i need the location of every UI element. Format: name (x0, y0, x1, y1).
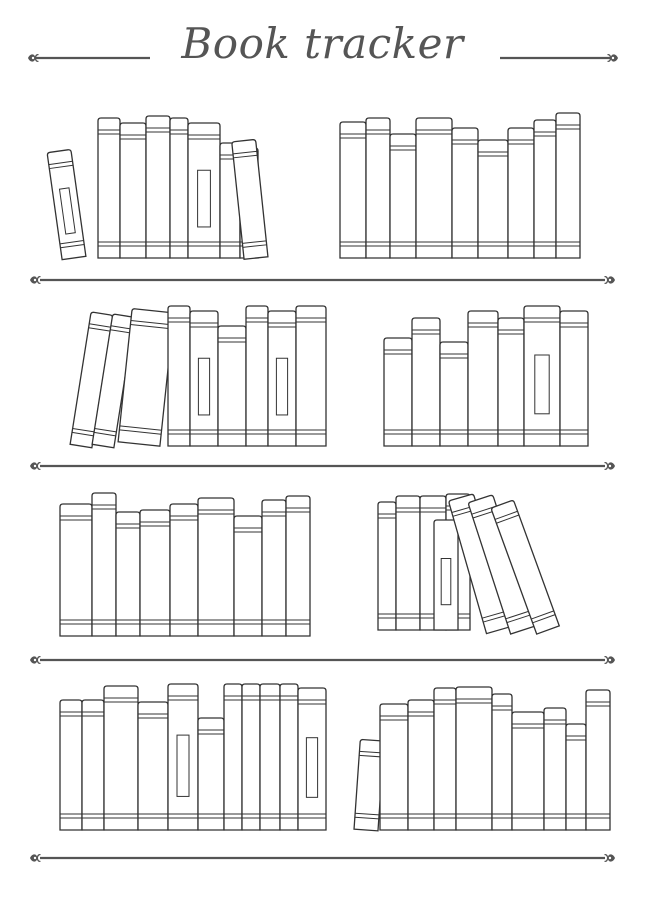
book-spine (433, 519, 459, 631)
book-spine (297, 687, 327, 831)
book-spine (167, 683, 199, 831)
book-spine (187, 122, 221, 259)
flourish-right-icon (599, 462, 615, 470)
book-spine (585, 689, 611, 831)
title-divider-right (500, 54, 618, 62)
book-spine (455, 686, 493, 831)
book-spine (339, 121, 367, 259)
shelf-divider (30, 462, 615, 470)
book-spine (468, 494, 537, 635)
book-spine (407, 699, 435, 831)
shelf-divider (30, 276, 615, 284)
book-spine (507, 127, 535, 259)
flourish-left-icon (30, 656, 46, 664)
book-spine (491, 693, 513, 831)
book-spine (261, 499, 287, 637)
title-divider-left (28, 54, 150, 62)
book-spine (377, 501, 397, 631)
book-spine (523, 305, 561, 447)
book-spine (169, 117, 189, 259)
book-spine (415, 117, 453, 259)
book-spine (511, 711, 545, 831)
book-spine (285, 495, 311, 637)
book-spine (433, 687, 457, 831)
book-spine (389, 133, 417, 259)
book-spine (533, 119, 557, 259)
title-banner: Book tracker (0, 14, 645, 74)
flourish-right-icon (599, 656, 615, 664)
book-spine (231, 139, 269, 260)
book-spine (46, 149, 87, 261)
book-spine (477, 139, 509, 259)
flourish-right-icon (599, 276, 615, 284)
book-spine (241, 683, 261, 831)
book-spine (497, 317, 525, 447)
shelf-divider (30, 656, 615, 664)
book-spine (379, 703, 409, 831)
book-spine (279, 683, 299, 831)
flourish-left-icon (30, 276, 46, 284)
book-spine (169, 503, 199, 637)
book-spine (59, 503, 93, 637)
book-spine (137, 701, 169, 831)
book-spine (245, 305, 269, 447)
page-title: Book tracker (181, 19, 464, 68)
book-spine (259, 683, 281, 831)
book-spine (145, 115, 171, 259)
book-spine (395, 495, 421, 631)
book-spine (197, 717, 225, 831)
book-spine (139, 509, 171, 637)
book-spine (197, 497, 235, 637)
book-spine (91, 492, 117, 637)
book-spine (81, 699, 105, 831)
book-spine (223, 683, 243, 831)
shelf-divider (30, 854, 615, 862)
book-spine (115, 511, 141, 637)
book-spine (383, 337, 413, 447)
flourish-left-icon (30, 462, 46, 470)
book-spine (119, 122, 147, 259)
flourish-left-icon (30, 854, 46, 862)
book-spine (59, 699, 83, 831)
book-spine (559, 310, 589, 447)
book-spine (103, 685, 139, 831)
book-spine (97, 117, 121, 259)
book-spine (555, 112, 581, 259)
flourish-right-icon (599, 854, 615, 862)
book-spine (217, 325, 247, 447)
book-spine (565, 723, 587, 831)
book-spine (167, 305, 191, 447)
book-spine (543, 707, 567, 831)
book-spine (411, 317, 441, 447)
book-spine (267, 310, 297, 447)
book-spine (439, 341, 469, 447)
book-spine (365, 117, 391, 259)
book-spine (189, 310, 219, 447)
book-spine (295, 305, 327, 447)
book-spine (467, 310, 499, 447)
book-spine (490, 500, 561, 635)
book-spine (451, 127, 479, 259)
book-spine (233, 515, 263, 637)
